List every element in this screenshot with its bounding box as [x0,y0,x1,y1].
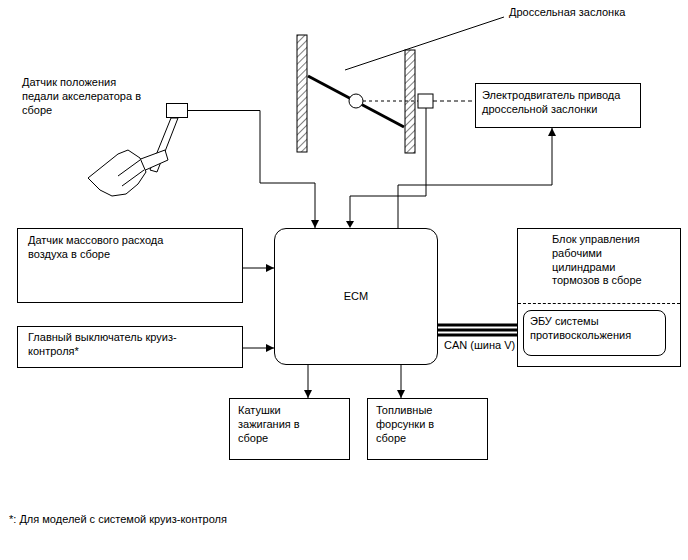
signal-arrow [308,365,309,398]
node-text: ЭБУ системы противоскольжения [524,311,661,347]
part-label: Дроссельная заслонка [508,6,626,20]
node-text: Блок управления рабочими цилиндрами торм… [518,229,670,288]
sensor-wire [350,108,426,222]
shaft-link [363,101,418,102]
motor-box: Электродвигатель привода дроссельной зас… [475,83,641,128]
connector-line [243,268,274,269]
node-text: Главный выключатель круиз-контроля* [18,327,213,363]
throttle-shaft [349,94,363,108]
signal-arrow [243,268,274,269]
node-text: ECM [344,290,368,304]
node-text: Датчик массового расхода воздуха в сборе [18,229,198,267]
connector-line [438,334,523,337]
leader-line [345,17,504,70]
sensor-box: Датчик положения педали акселератора в с… [166,103,188,118]
signal-arrow [188,111,315,229]
separator-line [518,303,680,304]
arrowhead [346,221,354,228]
foot-sole [118,160,144,186]
footnote: *: Для моделей с системой круиз-контроля [8,513,228,527]
switch-box: Главный выключатель круиз-контроля* [17,326,243,368]
ecm-box: ECM [274,228,438,365]
node-text: Датчик положения педали акселератора в с… [22,76,152,117]
bus-label: CAN (шина V) [443,339,516,353]
foot [88,150,146,196]
connector-line [438,324,523,327]
signal-arrow [398,128,552,228]
signal-arrow [401,365,402,398]
throttle-position-sensor [418,94,433,108]
connector-line [401,365,402,398]
node-text: Топливные форсунки в сборе [368,399,474,450]
connector-line [398,128,552,228]
node-text: Электродвигатель привода дроссельной зас… [476,84,628,122]
connector-line [188,111,315,229]
motor-link [433,101,475,102]
connector-line [243,348,274,349]
sensor-box: Датчик массового расхода воздуха в сборе [17,228,243,303]
bus-line [438,325,523,335]
throttle-bore-wall [297,35,307,152]
signal-arrow [243,348,274,349]
part-box: Катушки зажигания в сборе [229,398,350,460]
connector-line [438,329,523,332]
node-text: Катушки зажигания в сборе [230,399,336,450]
part-box: Топливные форсунки в сборе [367,398,488,460]
connector-line [308,365,309,398]
ecu-box: ЭБУ системы противоскольжения [523,310,666,356]
actuator-box: Блок управления рабочими цилиндрами торм… [517,228,681,367]
